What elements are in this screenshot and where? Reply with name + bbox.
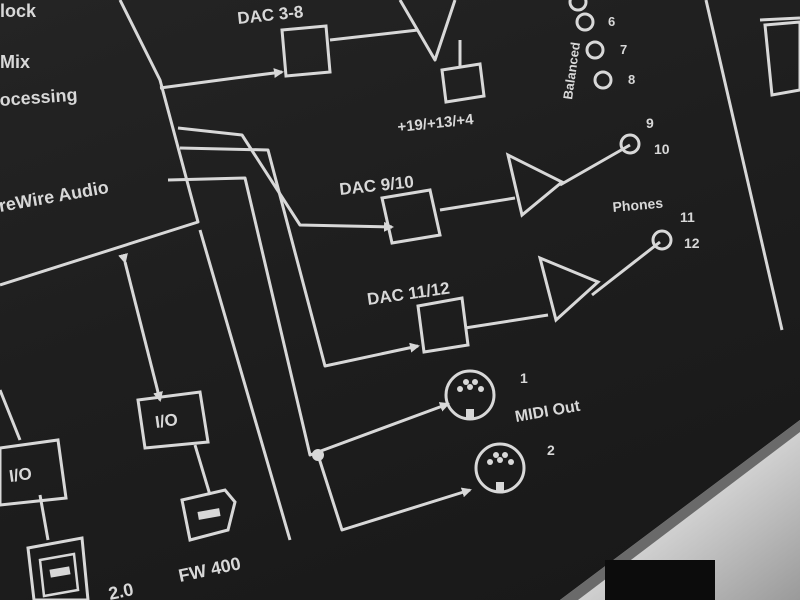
right-panel-box bbox=[763, 20, 800, 97]
processor-box-outline bbox=[0, 0, 200, 287]
usb-port-icon bbox=[26, 536, 90, 600]
output-7-label: 7 bbox=[620, 42, 627, 57]
amplifiers bbox=[505, 152, 601, 323]
gain-label: +19/+13/+4 bbox=[397, 111, 475, 136]
io-right-label: I/O bbox=[154, 410, 179, 432]
phones-label: Phones bbox=[612, 195, 664, 215]
output-6-label: 6 bbox=[608, 14, 615, 29]
dac-boxes bbox=[280, 20, 800, 354]
output-8-label: 8 bbox=[628, 72, 635, 87]
jack-11-12 bbox=[651, 229, 673, 251]
midi-out-label: MIDI Out bbox=[514, 398, 582, 426]
jack-9-10 bbox=[619, 133, 641, 155]
io-box-right bbox=[136, 390, 210, 450]
dac-9-10-box bbox=[380, 188, 442, 245]
balanced-jack-6 bbox=[575, 12, 595, 32]
box-line-1: lock bbox=[0, 1, 37, 21]
fw-400-label: FW 400 bbox=[177, 553, 243, 586]
dac-3-8-box bbox=[280, 24, 332, 78]
amp-11-12 bbox=[537, 255, 601, 323]
box-line-2: Mix bbox=[0, 52, 30, 72]
midi-port-2 bbox=[474, 442, 526, 494]
volume-knob-body bbox=[605, 560, 715, 600]
jack-12-label: 12 bbox=[684, 235, 700, 251]
midi-ports bbox=[444, 369, 526, 494]
midi-port-2-label: 2 bbox=[547, 442, 555, 458]
box-line-4: reWire Audio bbox=[0, 177, 110, 216]
midi-port-1-label: 1 bbox=[520, 370, 528, 386]
output-jacks bbox=[568, 0, 673, 251]
signal-lines bbox=[0, 0, 800, 541]
bezel-edge bbox=[560, 420, 800, 600]
balanced-jack-8 bbox=[593, 70, 613, 90]
junction-dot bbox=[312, 449, 324, 461]
dac-3-8-label: DAC 3-8 bbox=[236, 2, 304, 28]
box-line-3: ocessing bbox=[0, 85, 78, 110]
midi-port-1 bbox=[444, 369, 496, 421]
dac-11-12-box bbox=[416, 296, 470, 354]
balanced-label: Balanced bbox=[560, 41, 583, 100]
amp-9-10 bbox=[505, 152, 565, 218]
balanced-jack-7 bbox=[585, 40, 605, 60]
io-left-label: I/O bbox=[8, 464, 33, 486]
io-boxes bbox=[0, 390, 210, 507]
firewire-port-icon bbox=[180, 488, 237, 542]
jack-11-label: 11 bbox=[680, 209, 695, 225]
jack-10-label: 10 bbox=[654, 141, 670, 157]
dac-11-12-label: DAC 11/12 bbox=[366, 279, 451, 309]
jack-9-label: 9 bbox=[646, 115, 654, 131]
io-box-left bbox=[0, 438, 68, 507]
usb-label-fragment: 2.0 bbox=[107, 579, 136, 600]
balanced-jack-5 bbox=[568, 0, 588, 12]
gain-box bbox=[440, 62, 486, 104]
